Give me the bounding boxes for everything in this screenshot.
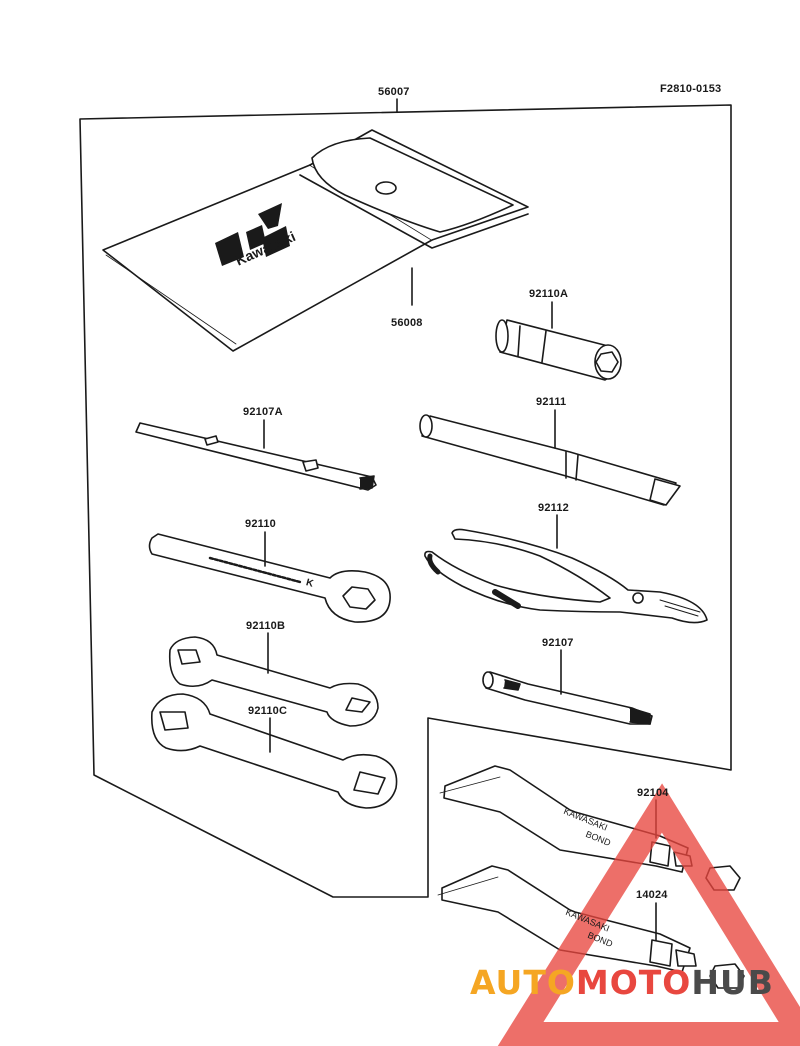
part-92104: 92104 (637, 787, 669, 799)
watermark-triangle-icon (497, 783, 800, 1046)
kawasaki-logo-icon (215, 203, 290, 266)
part-56008: 56008 (391, 317, 423, 329)
part-92110: 92110 (245, 518, 276, 530)
part-56007: 56007 (378, 86, 410, 98)
part-14024: 14024 (636, 889, 668, 901)
tool-pouch (102, 129, 529, 352)
watermark-hub: HUB (691, 963, 774, 1002)
open-wrench-92110B (168, 636, 379, 727)
part-92110B: 92110B (246, 620, 286, 632)
socket-wrench-92110A (495, 319, 622, 381)
pliers-92112 (424, 528, 708, 624)
screwdriver-bit-92107A (135, 422, 377, 491)
part-92112: 92112 (538, 502, 569, 514)
box-wrench-92110 (148, 533, 391, 623)
bond-tube-14024 (437, 865, 745, 989)
part-92111: 92111 (536, 396, 567, 408)
part-92107: 92107 (542, 637, 574, 649)
watermark-auto: AUTO (470, 963, 576, 1002)
part-92107A: 92107A (243, 406, 283, 418)
screwdriver-92107 (482, 671, 653, 725)
figure-code: F2810-0153 (660, 83, 722, 95)
part-92110A: 92110A (529, 288, 569, 300)
open-wrench-92110C (150, 693, 398, 809)
extension-handle-92111 (419, 414, 681, 506)
part-92110C: 92110C (248, 705, 288, 717)
kit-boundary (79, 104, 732, 898)
watermark-moto: MOTO (575, 963, 692, 1002)
watermark-logo: AUTOMOTOHUB (470, 963, 774, 1002)
